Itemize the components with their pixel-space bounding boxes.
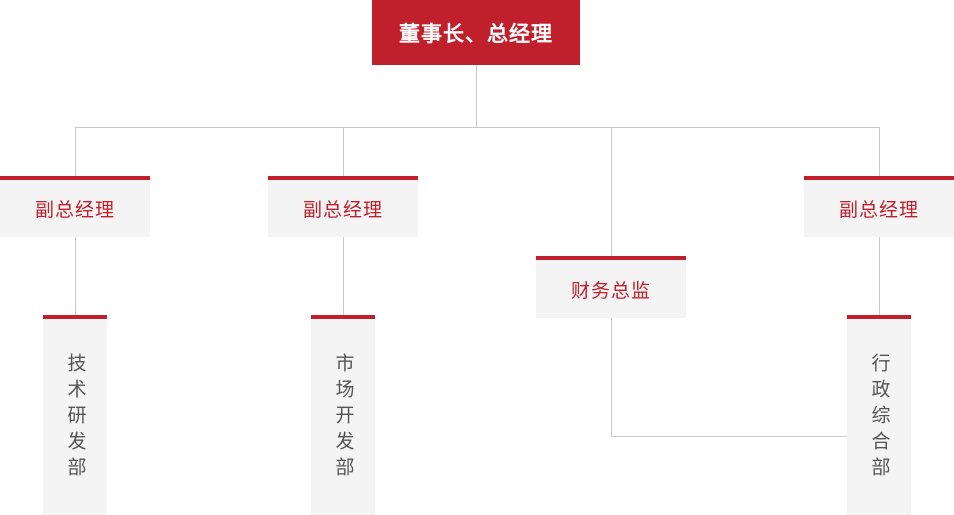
connector-vgm-right-to-dept-admin <box>879 237 880 315</box>
node-vice-general-manager-left-label: 副总经理 <box>34 200 115 221</box>
connector-bus-to-vgm-middle <box>343 127 344 176</box>
node-vice-general-manager-right[interactable]: 副总经理 <box>804 176 954 237</box>
node-dept-market-development[interactable]: 市场开发部 <box>311 315 375 515</box>
connector-bus-to-vgm-right <box>879 127 880 176</box>
node-dept-technology-rnd-label: 技术研发部 <box>64 353 86 483</box>
connector-vgm-left-to-dept-tech <box>75 237 76 315</box>
node-chairman-general-manager[interactable]: 董事长、总经理 <box>372 0 580 65</box>
node-cfo-label: 财务总监 <box>570 280 651 302</box>
connector-cfo-to-dept-admin <box>611 436 879 437</box>
connector-bus-to-vgm-left <box>75 127 76 176</box>
connector-root-down <box>476 65 477 127</box>
node-vice-general-manager-middle[interactable]: 副总经理 <box>268 176 418 237</box>
node-cfo[interactable]: 财务总监 <box>536 256 686 318</box>
node-vice-general-manager-left[interactable]: 副总经理 <box>0 176 150 237</box>
node-dept-technology-rnd[interactable]: 技术研发部 <box>43 315 107 515</box>
connector-vgm-middle-to-dept-market <box>343 237 344 315</box>
node-vice-general-manager-right-label: 副总经理 <box>838 200 919 221</box>
node-dept-administration[interactable]: 行政综合部 <box>847 315 911 515</box>
node-dept-administration-label: 行政综合部 <box>868 353 890 483</box>
connector-bus-to-cfo <box>611 127 612 256</box>
connector-cfo-down <box>611 318 612 437</box>
node-dept-market-development-label: 市场开发部 <box>332 353 354 483</box>
node-vice-general-manager-middle-label: 副总经理 <box>302 200 383 221</box>
node-chairman-general-manager-label: 董事长、总经理 <box>399 22 553 46</box>
connector-level2-bus <box>75 127 880 128</box>
